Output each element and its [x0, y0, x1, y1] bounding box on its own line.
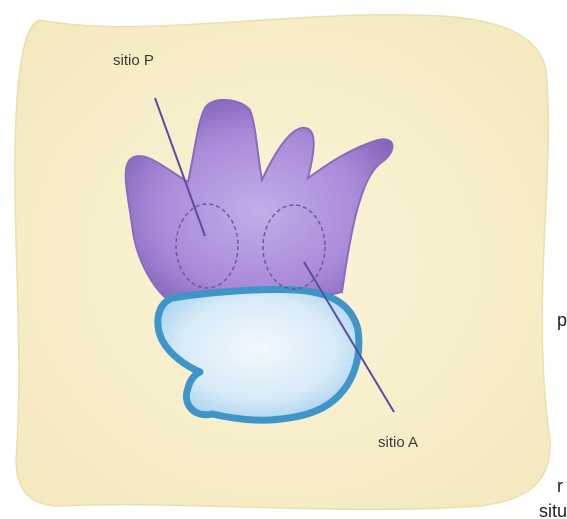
edge-text-fragment-p: p — [557, 310, 567, 330]
small-subunit — [158, 289, 359, 420]
a-site-label: sitio A — [378, 434, 418, 451]
edge-text-fragment-situ: situ — [539, 501, 567, 519]
edge-text-fragment-r: r — [557, 476, 563, 496]
p-site-label: sitio P — [113, 52, 154, 69]
